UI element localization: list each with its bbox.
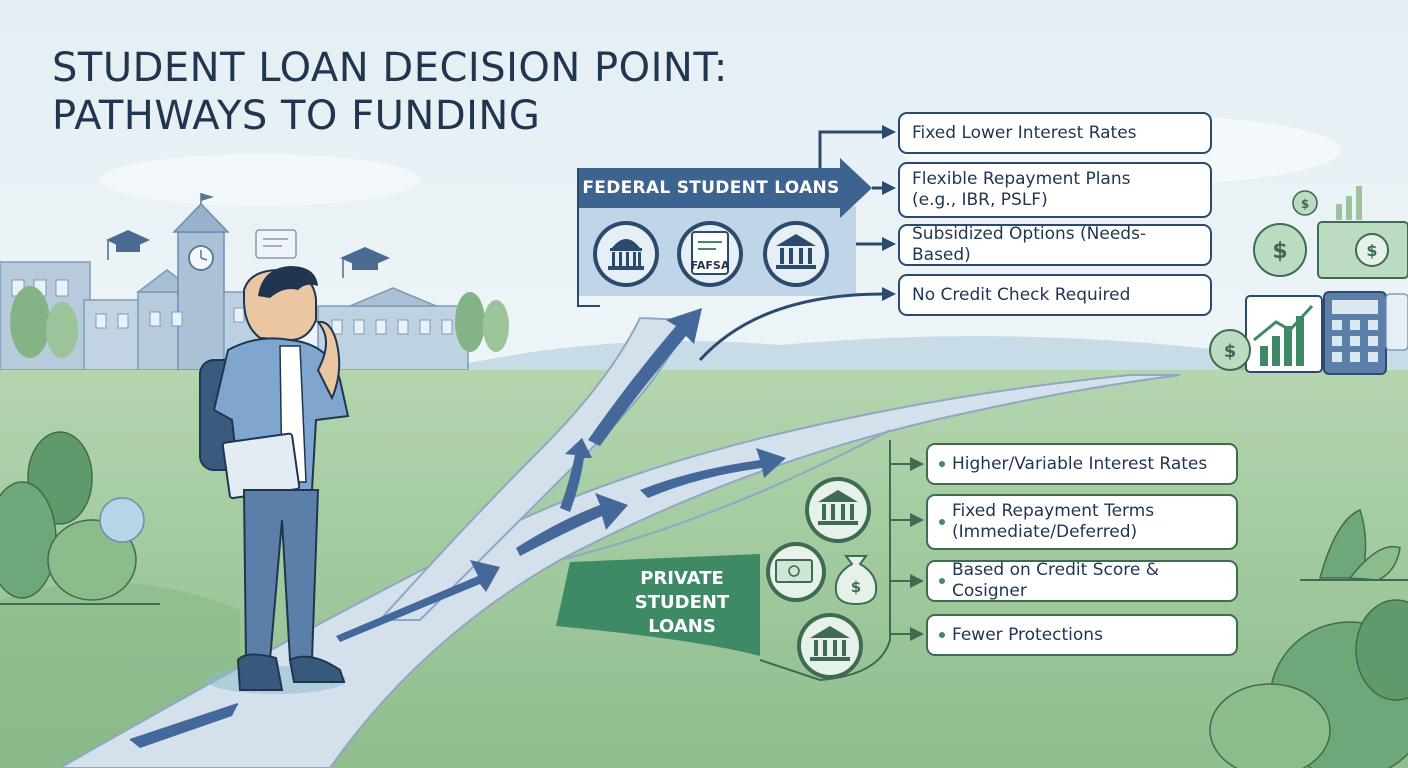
private-loans-label: PRIVATE STUDENT LOANS bbox=[612, 567, 752, 639]
bank-icon bbox=[763, 221, 829, 287]
federal-benefit-box: No Credit Check Required bbox=[898, 274, 1212, 316]
private-feature-text: Based on Credit Score & Cosigner bbox=[952, 560, 1159, 601]
private-icons: $ bbox=[766, 477, 878, 679]
private-label-line-1: PRIVATE bbox=[640, 568, 724, 589]
federal-loans-label: FEDERAL STUDENT LOANS bbox=[582, 178, 840, 198]
federal-benefit-text: Flexible Repayment Plans bbox=[912, 169, 1131, 189]
federal-benefit-text: No Credit Check Required bbox=[912, 284, 1131, 305]
svg-text:$: $ bbox=[1366, 241, 1377, 260]
federal-arrowheads bbox=[882, 125, 896, 301]
private-feature-text: Higher/Variable Interest Rates bbox=[952, 453, 1208, 474]
title-line-2: PATHWAYS TO FUNDING bbox=[52, 93, 541, 139]
title-line-1: STUDENT LOAN DECISION POINT: bbox=[52, 45, 728, 91]
private-feature-box: Fewer Protections bbox=[926, 614, 1238, 656]
svg-text:$: $ bbox=[1301, 197, 1309, 211]
bank-icon bbox=[805, 477, 871, 543]
federal-connectors bbox=[698, 130, 885, 362]
student-figure bbox=[199, 266, 350, 694]
bank-icon bbox=[797, 613, 863, 679]
capitol-icon bbox=[593, 221, 659, 287]
svg-text:$: $ bbox=[1272, 239, 1287, 264]
private-label-line-3: LOANS bbox=[648, 616, 716, 637]
private-feature-text: Fixed Repayment Terms bbox=[952, 501, 1155, 521]
svg-text:$: $ bbox=[851, 578, 861, 596]
private-connectors bbox=[890, 463, 912, 635]
private-feature-box: Fixed Repayment Terms (Immediate/Deferre… bbox=[926, 494, 1238, 550]
federal-icons bbox=[593, 221, 829, 287]
federal-benefit-box: Subsidized Options (Needs-Based) bbox=[898, 224, 1212, 266]
federal-benefit-subtext: (e.g., IBR, PSLF) bbox=[912, 190, 1048, 210]
private-feature-text: Fewer Protections bbox=[952, 624, 1103, 645]
federal-benefit-box: Fixed Lower Interest Rates bbox=[898, 112, 1212, 154]
svg-text:$: $ bbox=[1224, 341, 1237, 362]
private-arrowheads bbox=[910, 457, 924, 641]
fafsa-form-icon bbox=[677, 221, 743, 287]
federal-benefit-text: Subsidized Options (Needs-Based) bbox=[912, 224, 1147, 265]
page-title: STUDENT LOAN DECISION POINT: PATHWAYS TO… bbox=[52, 44, 728, 140]
foreground-trees bbox=[0, 431, 1408, 768]
private-feature-subtext: (Immediate/Deferred) bbox=[952, 522, 1138, 542]
private-feature-box: Higher/Variable Interest Rates bbox=[926, 443, 1238, 485]
grad-caps bbox=[106, 229, 390, 278]
path-arrows bbox=[129, 308, 786, 748]
private-panel bbox=[556, 440, 891, 682]
fafsa-label: FAFSA bbox=[690, 259, 730, 272]
money-bag-icon: $ bbox=[834, 555, 878, 606]
private-feature-box: Based on Credit Score & Cosigner bbox=[926, 560, 1238, 602]
federal-benefit-box: Flexible Repayment Plans (e.g., IBR, PSL… bbox=[898, 162, 1212, 218]
finance-cluster: $ $ $ $ bbox=[1209, 186, 1408, 375]
cash-icon bbox=[766, 542, 826, 602]
federal-benefit-text: Fixed Lower Interest Rates bbox=[912, 122, 1137, 143]
private-label-line-2: STUDENT bbox=[634, 592, 730, 613]
